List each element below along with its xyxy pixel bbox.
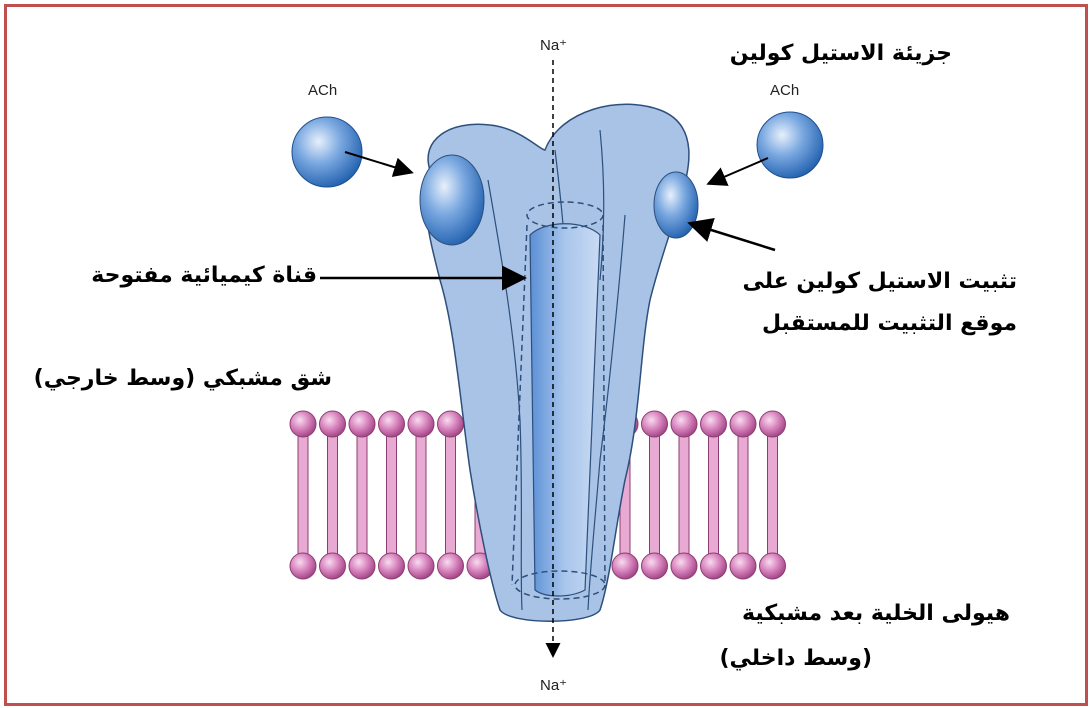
ach-molecule-label: جزيئة الاستيل كولين [730, 40, 952, 69]
lipid-head [438, 411, 464, 437]
lipid-head [760, 553, 786, 579]
lipid-head [642, 553, 668, 579]
lipid-tail [446, 424, 456, 566]
na-ion-bottom: Na⁺ [540, 676, 567, 694]
ach-molecule-right [757, 112, 823, 178]
lipid-tail [709, 424, 719, 566]
lipid-tail [650, 424, 660, 566]
lipid-head [320, 553, 346, 579]
synaptic-cleft-label: شق مشبكي (وسط خارجي) [34, 365, 332, 394]
lipid-head [730, 411, 756, 437]
arrow-right-ach [710, 158, 768, 183]
cytoplasm-label-line1: هيولى الخلية بعد مشبكية [742, 600, 1010, 629]
arrow-binding-site [692, 224, 775, 250]
lipid-head [671, 411, 697, 437]
lipid-tail [328, 424, 338, 566]
ach-molecule-left [292, 117, 362, 187]
lipid-head [408, 553, 434, 579]
cytoplasm-label-line2: (وسط داخلي) [719, 645, 872, 674]
lipid-head [408, 411, 434, 437]
lipid-head [701, 553, 727, 579]
lipid-head [642, 411, 668, 437]
lipid-head [671, 553, 697, 579]
lipid-head [730, 553, 756, 579]
lipid-head [349, 411, 375, 437]
lipid-tail [679, 424, 689, 566]
lipid-tail [416, 424, 426, 566]
lipid-head [438, 553, 464, 579]
lipid-tail [357, 424, 367, 566]
lipid-head [320, 411, 346, 437]
lipid-head [612, 553, 638, 579]
lipid-head [701, 411, 727, 437]
lipid-tail [298, 424, 308, 566]
lipid-tail [738, 424, 748, 566]
lipid-head [760, 411, 786, 437]
lipid-tail [768, 424, 778, 566]
ach-label-right: ACh [770, 82, 799, 99]
lipid-head [290, 411, 316, 437]
ach-label-left: ACh [308, 82, 337, 99]
lipid-head [349, 553, 375, 579]
lipid-head [379, 411, 405, 437]
lipid-head [290, 553, 316, 579]
binding-label-line2: موقع التثبيت للمستقبل [762, 310, 1017, 339]
binding-label-line1: تثبيت الاستيل كولين على [742, 268, 1017, 297]
lipid-tail [387, 424, 397, 566]
lipid-head [379, 553, 405, 579]
na-ion-top: Na⁺ [540, 36, 567, 54]
open-channel-label: قناة كيميائية مفتوحة [91, 262, 317, 291]
